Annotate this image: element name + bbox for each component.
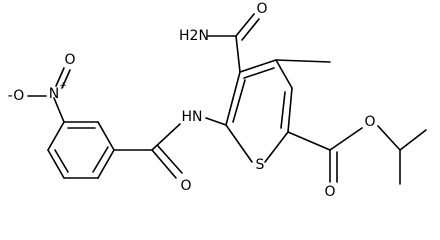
bond-c3-c4: [239, 59, 277, 73]
bonds: [27, 13, 427, 185]
bond-c1-c3: [225, 71, 241, 126]
bond-c3-c4-double: [243, 67, 275, 79]
bond-cester-o-single: [329, 127, 363, 151]
label-amide-nh: HN: [182, 109, 203, 125]
bond-camide-o: [235, 13, 255, 37]
label-ester-o-carbonyl: O: [324, 184, 335, 200]
bond-c2-s: [264, 131, 289, 163]
bond-s-c1: [225, 124, 253, 163]
label-amide-o: O: [256, 1, 267, 17]
bond-bz3-bz4: [47, 149, 65, 179]
bond-ch-me1: [399, 129, 427, 151]
bond-c1-c3-double: [232, 79, 246, 123]
bond-camide-o-double: [241, 18, 260, 41]
bond-bz1-bz2: [97, 149, 115, 179]
label-amide-nh2: H2N: [179, 28, 209, 44]
bond-bz4-bz5: [47, 121, 65, 151]
bond-o-ch: [377, 125, 401, 151]
bond-camide2-o: [151, 149, 177, 179]
bond-camide2-o-double: [157, 145, 183, 174]
label-ester-o-single: O: [364, 114, 375, 130]
bond-c4-c5: [275, 59, 293, 89]
bond-n-o-top-double: [55, 67, 65, 87]
label-benzamide-o: O: [180, 178, 191, 194]
bond-bz1-bz2-double: [92, 146, 109, 173]
bond-bz3-bz4-double: [54, 149, 69, 173]
bond-c4-methyl: [275, 59, 331, 63]
label-nitro-plus: +: [59, 81, 67, 91]
bond-c2-cester: [287, 131, 331, 151]
bond-bz6-bz1: [97, 121, 115, 151]
bond-bz5-n: [53, 97, 65, 123]
label-nitro-o-top: O: [64, 52, 75, 68]
label-nitro-n: N: [49, 86, 59, 102]
molecule-structure-diagram: H2N O O O S HN O N + O -O: [8, 1, 427, 200]
bond-c5-c2: [287, 87, 293, 133]
bond-nh-camide2: [151, 123, 181, 151]
label-ring-s: S: [256, 157, 265, 173]
label-nitro-o-minus: -O: [8, 88, 24, 104]
atom-labels: H2N O O O S HN O N + O -O: [8, 1, 376, 200]
bond-c3-camide: [235, 35, 241, 73]
bond-n-o-top: [61, 69, 71, 89]
bond-c1-nh: [205, 117, 227, 126]
bond-c5-c2-double: [280, 91, 286, 129]
